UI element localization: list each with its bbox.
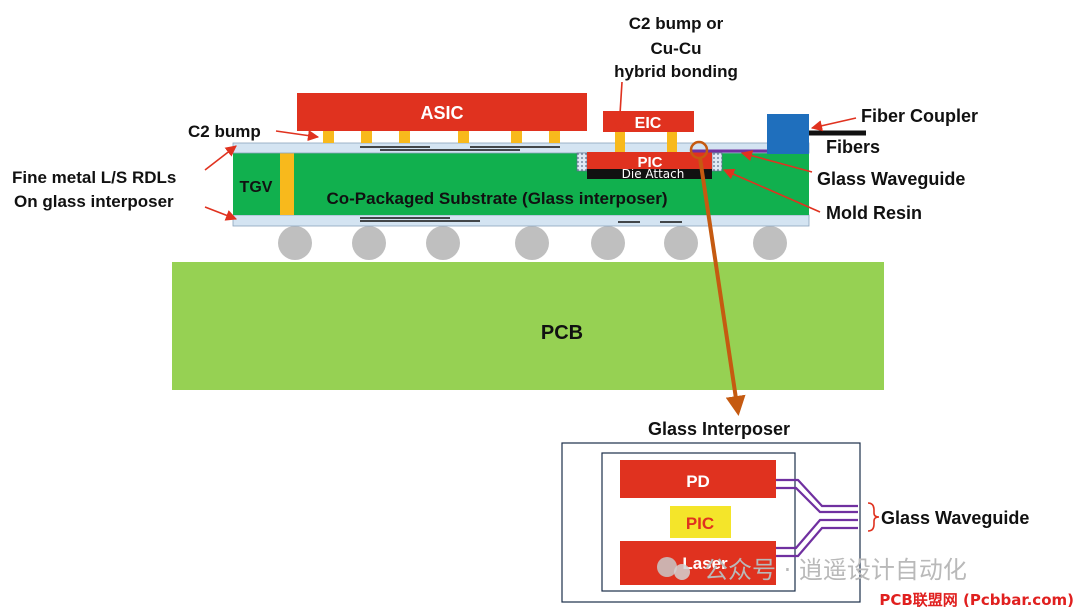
asic-die [297,93,587,131]
eic-bump [615,132,625,152]
waveguide-trace [776,518,858,550]
c2-bump [361,131,372,143]
glass-waveguide-arrow [740,150,813,173]
c2-bump [323,131,334,143]
eic-bumps [615,132,677,152]
die-attach [587,167,712,179]
eic-bump [667,132,677,152]
fibers-label: Fibers [826,137,880,157]
hybrid-bonding-label: hybrid bonding [614,62,738,81]
c2-bump-or-label: C2 bump or [629,14,724,33]
tgv-via [280,153,294,215]
solder-ball [426,226,460,260]
pic-die [587,152,712,169]
glass-interposer-title: Glass Interposer [648,419,790,439]
fiber-coupler-arrow [810,117,857,132]
detail-glass-waveguide-label: Glass Waveguide [881,508,1029,528]
mold-resin-label: Mold Resin [826,203,922,223]
asic-c2-bumps [323,131,560,143]
solder-balls [278,226,787,260]
solder-ball [664,226,698,260]
brand-watermark: PCB联盟网 (Pcbbar.com) [879,591,1074,609]
zoom-circle [689,140,709,160]
fiber-coupler-label: Fiber Coupler [861,106,978,126]
mold-resin-arrow [722,168,821,213]
detail-pic-label: PIC [686,514,714,533]
pic-label: PIC [637,154,662,171]
rdl-bottom-arrow [204,206,238,221]
c2-bump-label: C2 bump [188,122,261,141]
bottom-rdl-layer [232,214,810,227]
pcb-board [172,262,884,390]
zoom-arrow [698,157,746,416]
substrate-label: Co-Packaged Substrate (Glass interposer) [326,189,667,208]
wechat-icon [657,557,677,577]
c2-bump [399,131,410,143]
laser-label: Laser [682,554,728,573]
callout-arrows [204,81,857,221]
eic-die [603,111,694,132]
c2-bump [511,131,522,143]
pd-block [620,460,776,498]
waveguide-trace [776,486,858,514]
solder-ball [753,226,787,260]
mold-resin-right [711,152,723,172]
rdl-top-arrow [204,145,237,171]
wechat-watermark-text: 公众号 · 逍遥设计自动化 [704,556,967,584]
detail-pic-block [670,506,731,538]
solder-ball [591,226,625,260]
asic-label: ASIC [420,103,463,123]
waveguide-trace [776,526,858,558]
eic-label: EIC [635,115,662,132]
glass-waveguide-label: Glass Waveguide [817,169,965,189]
c2-bump [549,131,560,143]
wechat-watermark: 公众号 · 逍遥设计自动化 [657,556,967,584]
pcb-label: PCB [541,322,583,344]
mold-resin-left [576,152,588,172]
bottom-rdl-lines [360,217,682,223]
tgv-label: TGV [240,179,273,196]
solder-ball [515,226,549,260]
on-glass-label: On glass interposer [14,192,174,211]
c2-bump [458,131,469,143]
cu-cu-label: Cu-Cu [651,39,702,58]
fine-metal-label: Fine metal L/S RDLs [12,168,176,187]
c2-bump-arrow [275,130,320,142]
hybrid-bonding-arrow [614,81,626,132]
top-rdl-lines [360,146,560,151]
laser-block [620,541,776,585]
die-attach-label: Die Attach [622,167,685,181]
detail-waveguides [776,478,858,558]
solder-ball [278,226,312,260]
waveguide-bracket [867,502,880,532]
solder-ball [352,226,386,260]
pd-label: PD [686,472,710,491]
waveguide-trace [776,478,858,508]
fiber-coupler [767,114,809,154]
